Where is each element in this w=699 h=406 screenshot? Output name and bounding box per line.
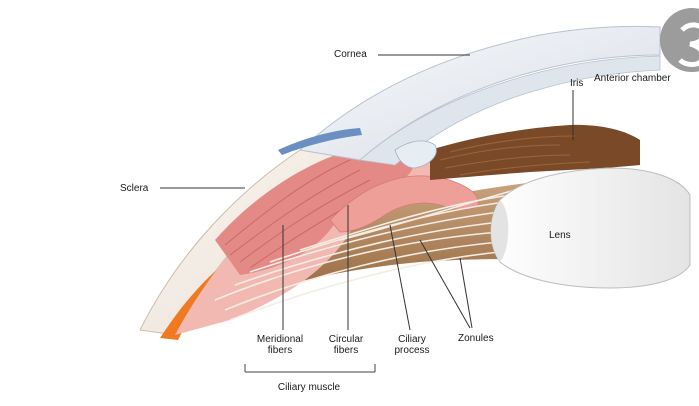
label-ciliary-process-line2: process <box>394 345 429 356</box>
lens-shape <box>491 168 690 288</box>
label-circular-line2: fibers <box>329 345 363 356</box>
label-iris: Iris <box>570 78 583 89</box>
label-sclera: Sclera <box>120 183 148 194</box>
label-meridional-line2: fibers <box>257 345 303 356</box>
label-anterior-chamber: Anterior chamber <box>594 73 671 84</box>
label-ciliary-process-line1: Ciliary <box>394 334 429 345</box>
label-ciliary-muscle: Ciliary muscle <box>278 382 340 393</box>
label-circular-fibers: Circular fibers <box>329 334 363 356</box>
label-meridional-line1: Meridional <box>257 334 303 345</box>
label-iris-text: Iris <box>570 78 583 89</box>
label-meridional-fibers: Meridional fibers <box>257 334 303 356</box>
label-zonules: Zonules <box>458 333 494 344</box>
label-ciliary-process: Ciliary process <box>394 334 429 356</box>
ciliary-muscle-bracket <box>245 364 375 372</box>
label-cornea: Cornea <box>334 49 367 60</box>
label-lens: Lens <box>549 230 571 241</box>
label-circular-line1: Circular <box>329 334 363 345</box>
